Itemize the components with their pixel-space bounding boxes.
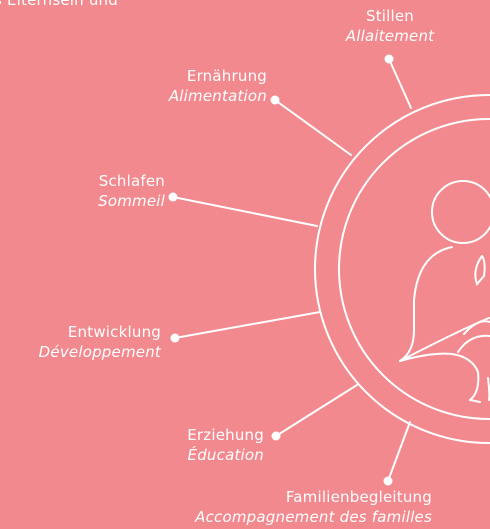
dot-familienbegleitung [383,476,393,486]
topic-erziehung-fr: Éducation [187,446,264,464]
topic-schlafen-de: Schlafen [98,172,165,190]
topic-erziehung: Erziehung Éducation [187,425,264,465]
topic-ernaehrung-de: Ernährung [186,67,267,85]
dot-ernaehrung [270,95,280,105]
topic-schlafen-fr: Sommeil [98,192,165,210]
connector-familienbegleitung [387,421,411,482]
dot-stillen [384,54,394,64]
heading-fragment: s Elternsein und [0,0,118,9]
topic-familienbegleitung-de: Familienbegleitung [285,488,432,506]
connector-entwicklung [174,311,321,339]
dot-entwicklung [170,333,180,343]
topic-schlafen: Schlafen Sommeil [98,171,165,211]
connector-ernaehrung [274,99,352,156]
topic-erziehung-de: Erziehung [187,426,264,444]
topic-stillen-fr: Allaitement [345,27,435,45]
connector-schlafen [172,196,318,227]
topic-stillen-de: Stillen [365,7,415,25]
topic-familienbegleitung-fr: Accompagnement des familles [195,508,432,526]
topic-ernaehrung-fr: Alimentation [168,87,267,105]
dot-schlafen [168,192,178,202]
parent-holding-baby-icon [399,180,490,403]
topic-ernaehrung: Ernährung Alimentation [169,66,267,106]
topic-entwicklung: Entwicklung Développement [39,322,161,362]
topic-entwicklung-de: Entwicklung [67,323,161,341]
hub-outer-circle [314,94,490,444]
topic-familienbegleitung: Familienbegleitung Accompagnement des fa… [195,487,432,527]
topic-stillen: Stillen Allaitement [270,6,490,46]
connector-stillen [388,58,412,109]
topic-entwicklung-fr: Développement [38,343,161,361]
hub-inner-circle [338,118,490,420]
dot-erziehung [271,431,281,441]
connector-erziehung [275,384,358,437]
